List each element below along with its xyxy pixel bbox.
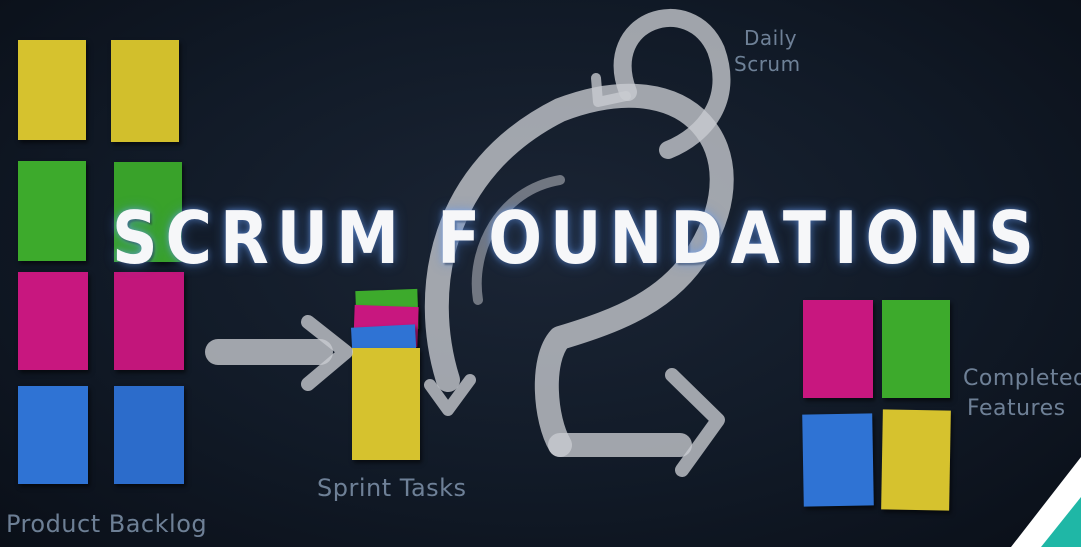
sticky-note-blue: [18, 386, 88, 484]
sticky-note-magenta: [114, 272, 184, 370]
daily-scrum-label-line1: Daily: [744, 26, 798, 50]
sprint-to-completed-arrow: [548, 368, 725, 477]
sticky-note-magenta: [18, 272, 88, 370]
completed-features-label-line2: Features: [967, 396, 1066, 421]
sticky-note-green: [882, 300, 950, 398]
page-title: SCRUM FOUNDATIONS: [112, 196, 1042, 280]
sticky-note-green: [114, 162, 182, 262]
sticky-note-yellow: [352, 348, 420, 460]
sticky-note-yellow: [18, 40, 86, 140]
sprint-cycle-loop-arrow: [424, 83, 734, 457]
sticky-note-blue: [114, 386, 184, 484]
daily-scrum-loop-arrow: [591, 8, 731, 159]
completed-features-label-line1: Completed: [963, 366, 1081, 391]
daily-scrum-label-line2: Scrum: [734, 52, 801, 76]
sprint-tasks-label: Sprint Tasks: [317, 474, 467, 502]
sticky-note-green: [18, 161, 86, 261]
backlog-to-sprint-arrow: [205, 315, 353, 391]
sticky-note-magenta: [803, 300, 873, 398]
product-backlog-label: Product Backlog: [6, 510, 208, 538]
sticky-note-yellow: [111, 40, 179, 142]
corner-accent-shape: [1011, 457, 1081, 547]
